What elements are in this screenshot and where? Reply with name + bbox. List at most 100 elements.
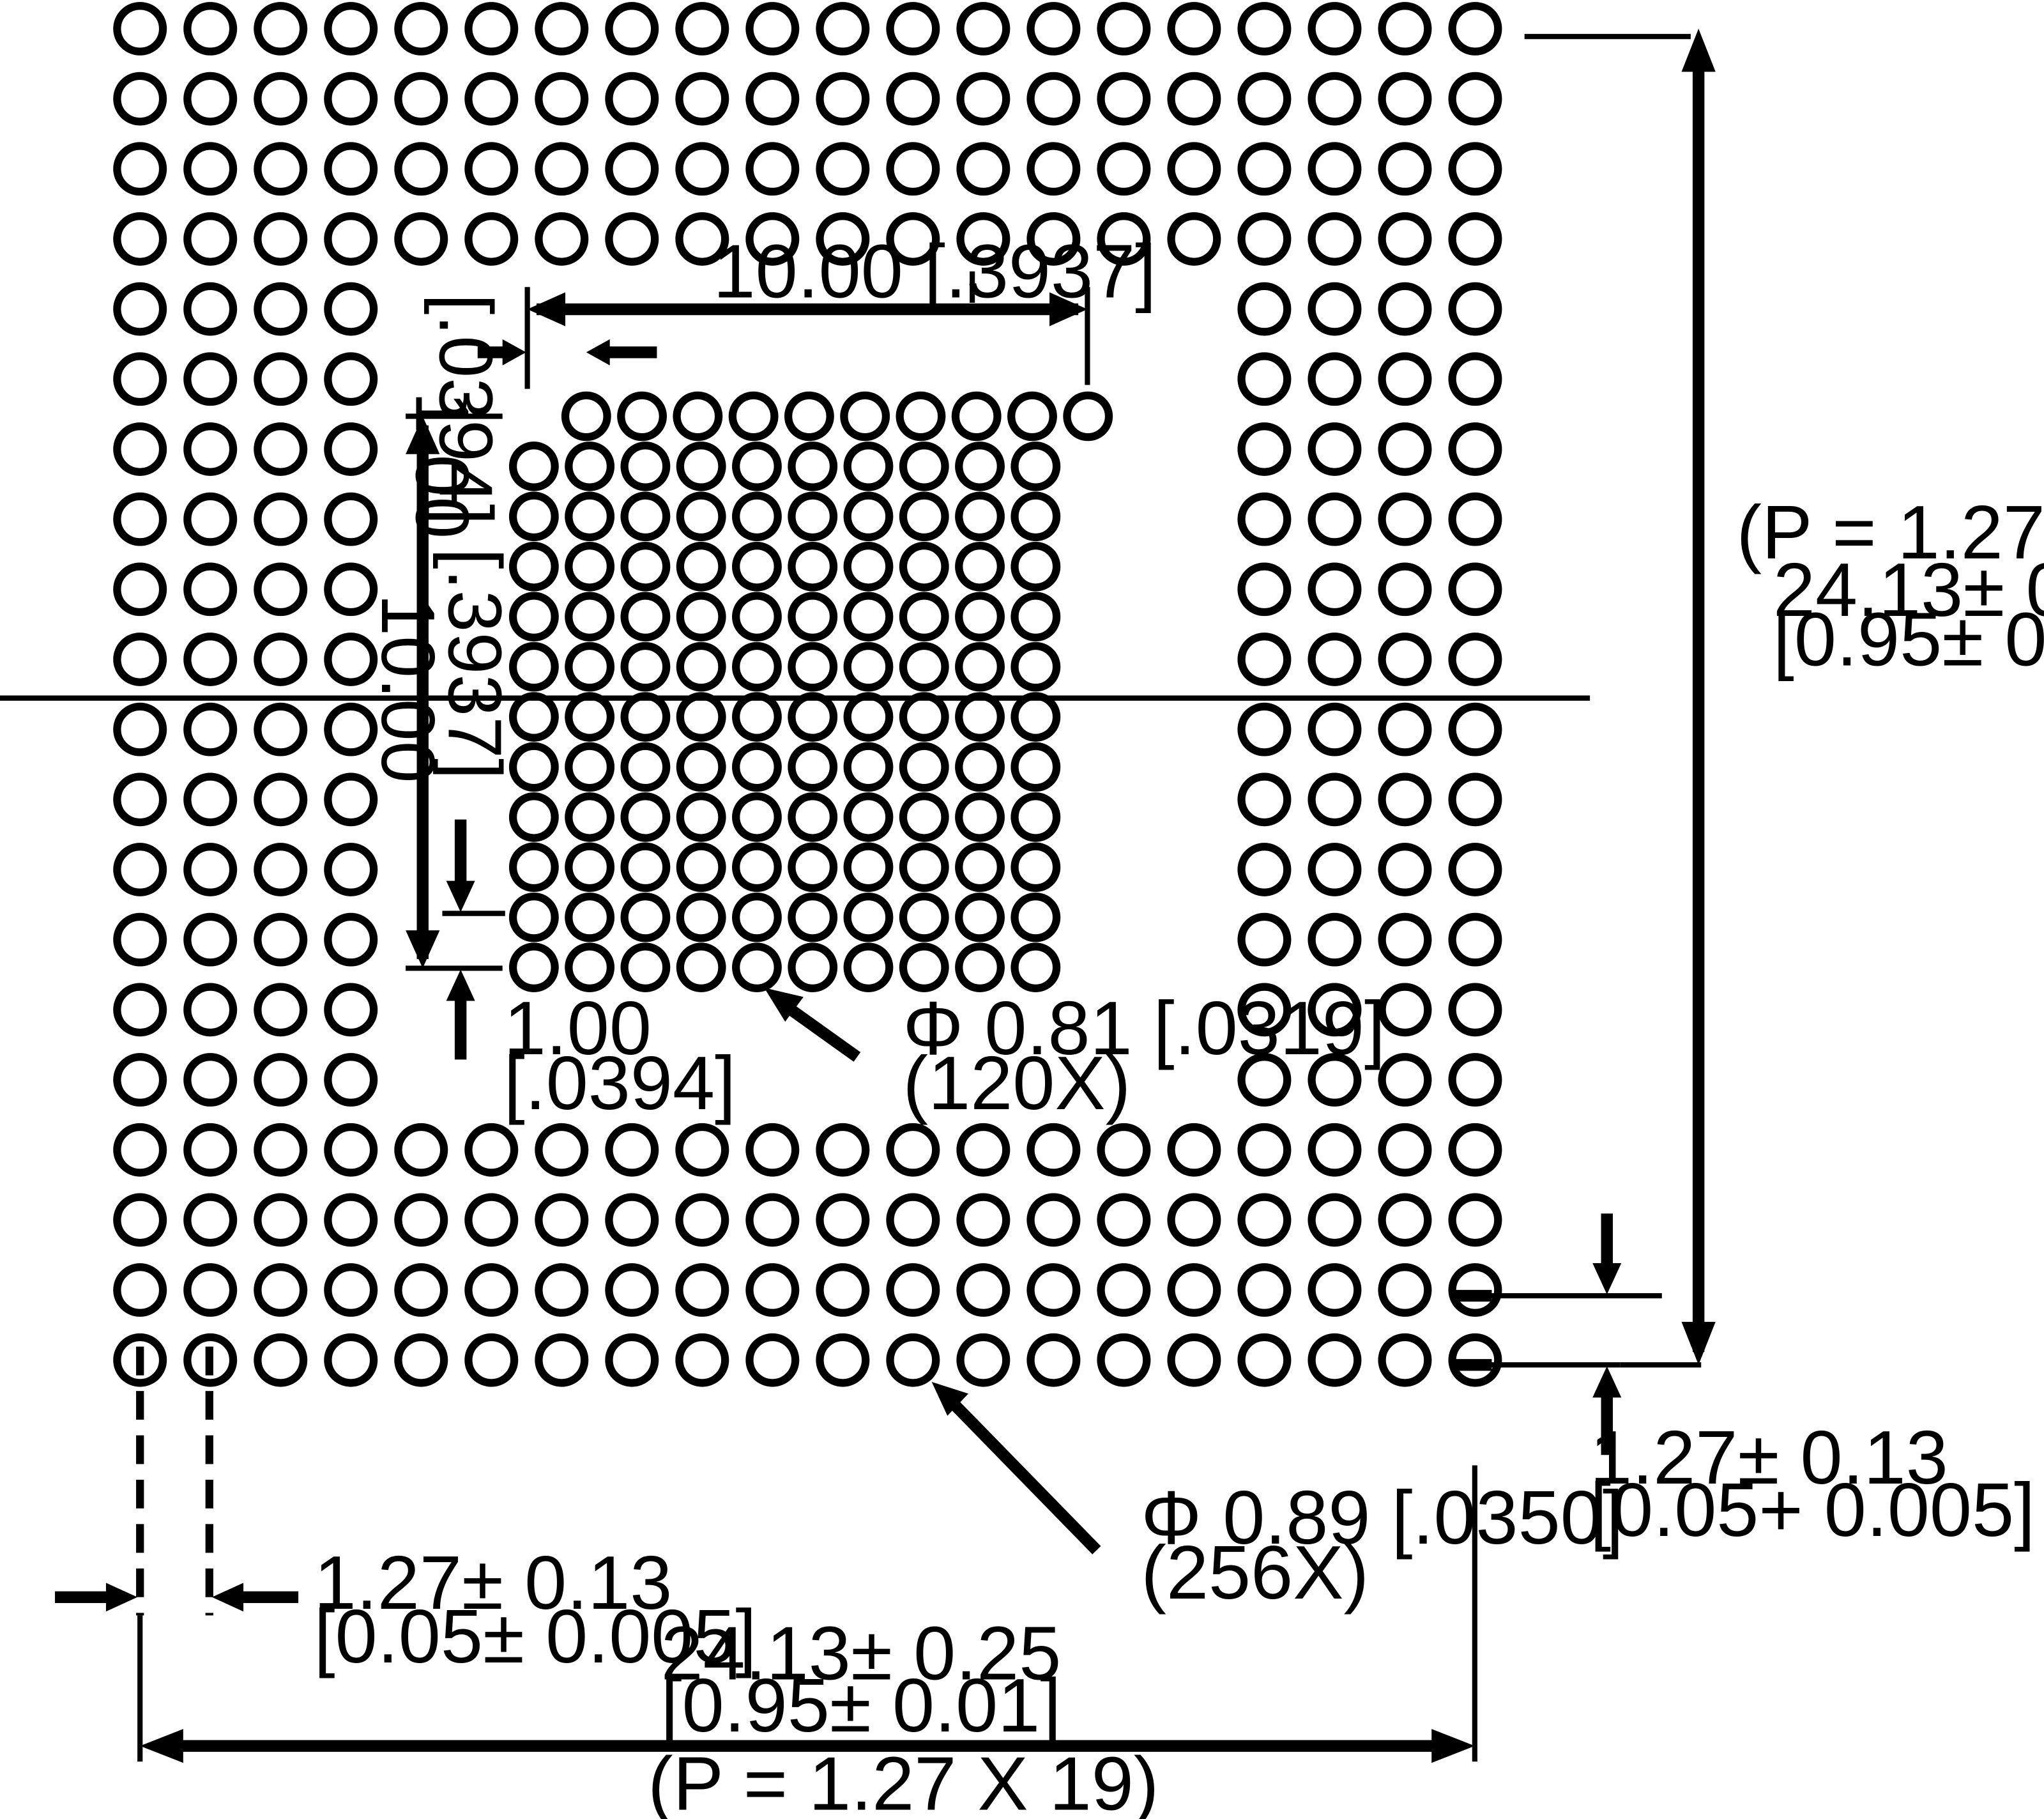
outer-ball bbox=[1167, 142, 1221, 196]
outer-ball bbox=[464, 142, 519, 196]
outer-ball bbox=[1308, 1263, 1362, 1317]
outer-ball bbox=[183, 422, 238, 476]
outer-ball bbox=[605, 2, 659, 56]
inner-ball bbox=[508, 742, 559, 792]
outer-ball bbox=[1378, 72, 1432, 126]
outer-ball bbox=[464, 2, 519, 56]
inner-ball bbox=[1011, 541, 1061, 592]
outer-ball bbox=[324, 702, 378, 756]
inner-ball bbox=[508, 541, 559, 592]
outer-ball bbox=[816, 1123, 870, 1177]
outer-ball bbox=[1308, 2, 1362, 56]
inner-ball bbox=[955, 692, 1005, 742]
bottom-ball-pitch-mm: 1.27± 0.13 bbox=[314, 1541, 673, 1625]
inner-ball bbox=[732, 792, 782, 842]
inner-ball bbox=[508, 592, 559, 642]
outer-ball bbox=[324, 1123, 378, 1177]
outer-ball bbox=[1308, 1193, 1362, 1247]
outer-ball bbox=[183, 352, 238, 406]
outer-ball bbox=[816, 1263, 870, 1317]
outer-ball bbox=[1237, 1123, 1292, 1177]
outer-ball bbox=[956, 72, 1011, 126]
inner-ball bbox=[565, 742, 615, 792]
outer-ball bbox=[1167, 1193, 1221, 1247]
inner-ball bbox=[788, 842, 838, 893]
outer-ball bbox=[324, 983, 378, 1037]
outer-ball bbox=[394, 1333, 448, 1387]
outer-ball bbox=[1448, 702, 1502, 756]
outer-ball bbox=[113, 72, 167, 126]
outer-ball bbox=[183, 1193, 238, 1247]
outer-ball bbox=[113, 702, 167, 756]
outer-ball bbox=[183, 1263, 238, 1317]
outer-ball bbox=[254, 983, 308, 1037]
outer-ball bbox=[1237, 492, 1292, 546]
inner-ball bbox=[565, 641, 615, 692]
outer-ball bbox=[1448, 2, 1502, 56]
outer-ball bbox=[886, 1123, 940, 1177]
outer-ball bbox=[394, 1193, 448, 1247]
outer-ball-array bbox=[113, 2, 1502, 1387]
outer-ball bbox=[1237, 212, 1292, 266]
inner-ball bbox=[843, 792, 894, 842]
outer-ball bbox=[183, 983, 238, 1037]
bottom-offset-dimension: 1.00 [.0394] bbox=[442, 819, 736, 1126]
inner-ball bbox=[843, 491, 894, 542]
outer-ball bbox=[1026, 72, 1081, 126]
outer-ball bbox=[113, 843, 167, 896]
inner-width-dimension: 10.00 [.3937] bbox=[524, 230, 1156, 389]
inner-ball bbox=[620, 742, 671, 792]
inner-ball bbox=[620, 441, 671, 491]
outer-ball bbox=[745, 142, 800, 196]
outer-ball bbox=[1378, 1263, 1432, 1317]
outer-ball bbox=[1308, 633, 1362, 686]
outer-ball bbox=[1448, 422, 1502, 476]
outer-ball bbox=[324, 772, 378, 827]
outer-ball bbox=[956, 212, 1011, 266]
inner-ball bbox=[899, 892, 949, 942]
inner-height-mm: 10.00 bbox=[365, 594, 450, 783]
outer-ball bbox=[254, 1263, 308, 1317]
outer-ball bbox=[675, 212, 729, 266]
outer-ball bbox=[605, 212, 659, 266]
inner-ball bbox=[788, 592, 838, 642]
outer-ball bbox=[183, 702, 238, 756]
bottom-span-in: [0.95± 0.01] bbox=[661, 1664, 1062, 1748]
outer-ball bbox=[956, 1193, 1011, 1247]
outer-ball bbox=[605, 1123, 659, 1177]
outer-ball bbox=[1026, 1263, 1081, 1317]
outer-ball bbox=[535, 1193, 589, 1247]
inner-ball bbox=[843, 441, 894, 491]
outer-ball bbox=[1167, 1123, 1221, 1177]
inner-ball bbox=[843, 641, 894, 692]
inner-height-dimension: 10.00 [.3937] bbox=[365, 413, 517, 971]
outer-ball bbox=[956, 2, 1011, 56]
outer-ball bbox=[1026, 212, 1081, 266]
outer-ball bbox=[1448, 352, 1502, 406]
outer-ball bbox=[324, 843, 378, 896]
outer-ball bbox=[1308, 1123, 1362, 1177]
inner-ball bbox=[843, 541, 894, 592]
outer-ball bbox=[464, 212, 519, 266]
inner-ball bbox=[788, 892, 838, 942]
outer-ball bbox=[1237, 562, 1292, 617]
inner-ball bbox=[955, 641, 1005, 692]
outer-ball bbox=[1097, 1193, 1151, 1247]
outer-ball bbox=[816, 212, 870, 266]
inner-ball bbox=[1011, 842, 1061, 893]
outer-ball bbox=[886, 212, 940, 266]
outer-ball bbox=[464, 1123, 519, 1177]
outer-ball bbox=[254, 282, 308, 336]
outer-ball bbox=[886, 72, 940, 126]
outer-ball bbox=[183, 142, 238, 196]
outer-ball bbox=[183, 212, 238, 266]
outer-ball bbox=[324, 1263, 378, 1317]
outer-ball bbox=[1097, 142, 1151, 196]
inner-ball bbox=[1007, 391, 1057, 441]
outer-ball bbox=[324, 212, 378, 266]
inner-ball bbox=[676, 592, 726, 642]
outer-ball bbox=[324, 912, 378, 967]
outer-ball bbox=[254, 843, 308, 896]
outer-ball bbox=[1378, 562, 1432, 617]
outer-ball bbox=[675, 142, 729, 196]
